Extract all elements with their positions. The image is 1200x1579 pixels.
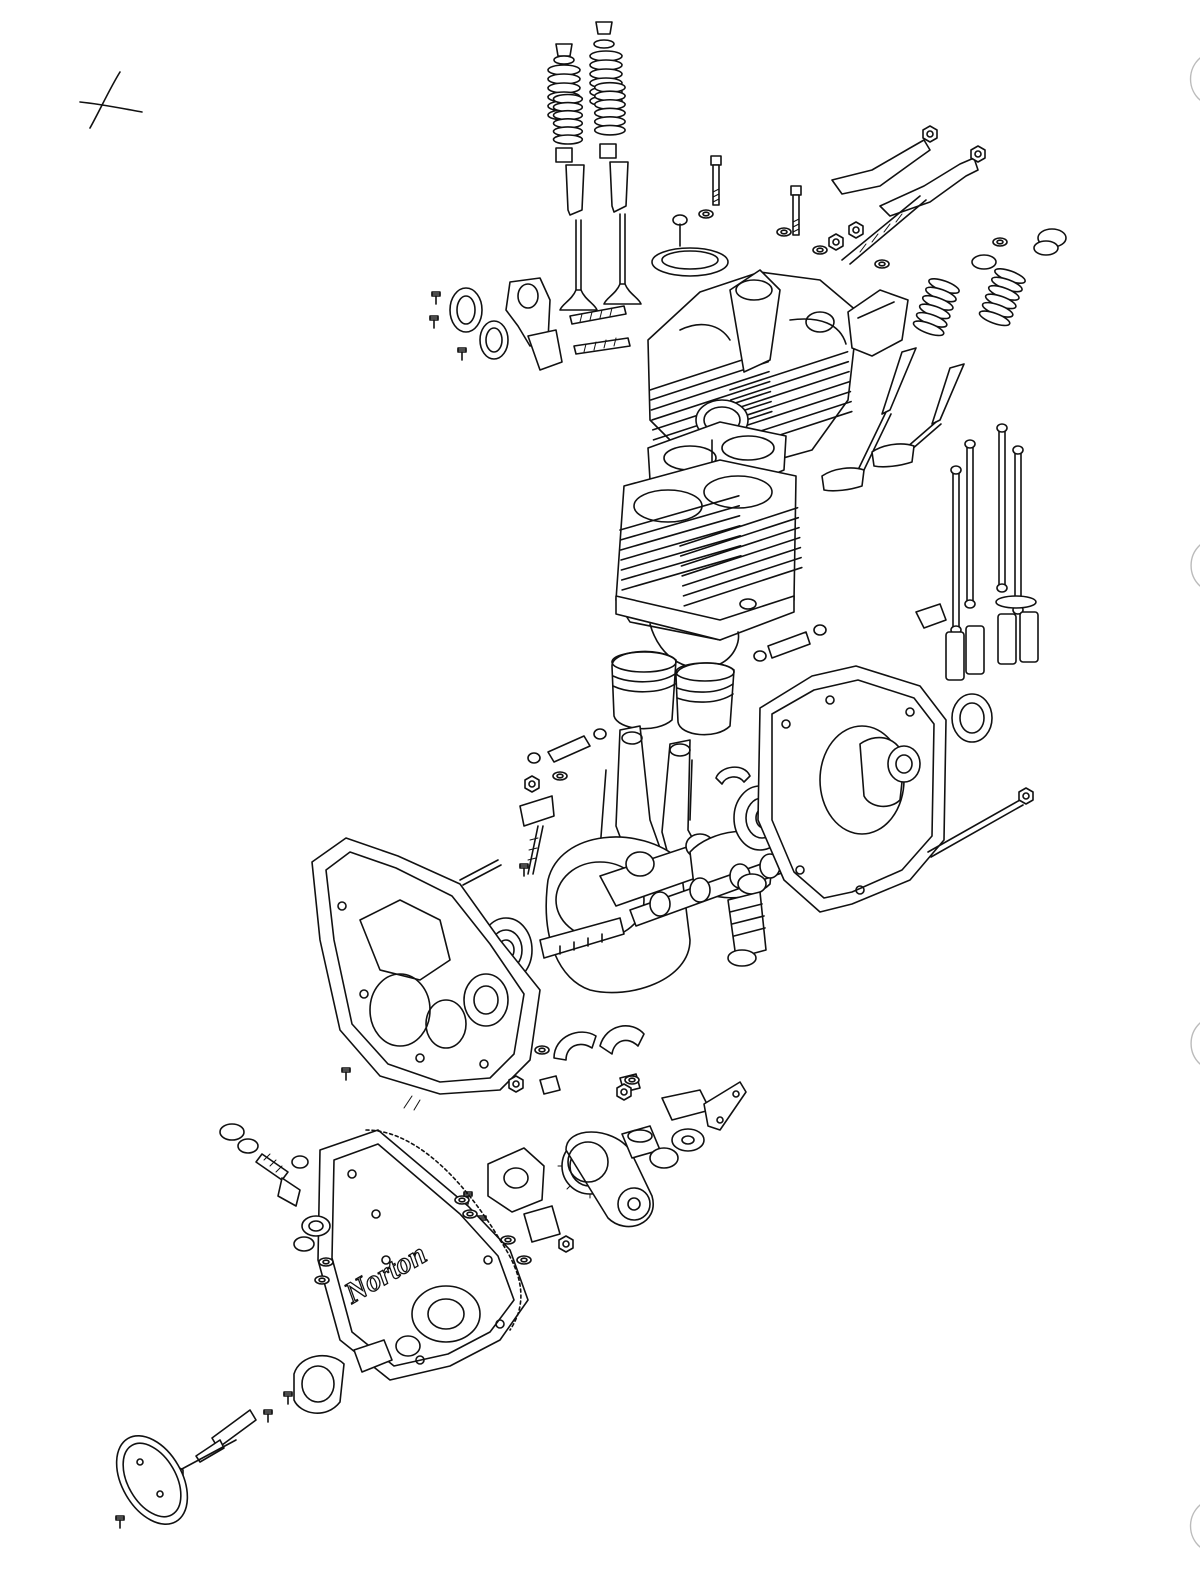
valve-assembly-exhaust-right — [872, 241, 1058, 467]
breather-valve — [520, 771, 568, 874]
head-cap — [652, 215, 728, 276]
binder-hole-3 — [1191, 1023, 1200, 1064]
head-bolt — [710, 155, 722, 206]
points-assembly — [294, 1336, 420, 1413]
pushrod — [950, 465, 962, 635]
connecting-rods — [600, 726, 700, 862]
timing-cover: Norton — [318, 1130, 528, 1380]
through-stud — [928, 787, 1034, 857]
valve-assembly-exhaust-left — [822, 255, 996, 491]
binder-hole-1 — [1191, 58, 1200, 100]
oil-pump — [463, 1148, 574, 1265]
washer — [698, 209, 714, 219]
idler-parts — [622, 1082, 746, 1168]
head-bolt — [790, 185, 802, 236]
crankcase-studs — [341, 860, 640, 1101]
leader-line — [404, 1096, 412, 1108]
rocker-arm-assembly — [812, 125, 1066, 269]
valve-assembly-left — [547, 44, 598, 311]
tappet-blocks — [916, 596, 1038, 680]
valve-assembly-right — [589, 22, 642, 305]
gudgeon-pins — [528, 625, 826, 763]
crankcase-right — [758, 666, 992, 912]
inlet-manifold — [429, 278, 562, 370]
manifold-studs — [570, 306, 630, 354]
timing-washers — [294, 1195, 478, 1285]
pistons — [612, 651, 734, 734]
binder-hole-4 — [1191, 1505, 1200, 1547]
pushrod — [964, 439, 976, 609]
points-cover — [115, 1423, 202, 1529]
timing-chain — [366, 1130, 521, 1330]
leader-line — [414, 1100, 420, 1110]
handwritten-x-mark — [80, 72, 142, 128]
cam-pinion — [728, 874, 766, 966]
cylinder-block — [616, 460, 805, 668]
crankcase-left — [312, 838, 540, 1094]
rocker-cover — [848, 290, 908, 356]
pushrod — [1012, 445, 1024, 615]
washer — [776, 227, 792, 237]
pushrod — [996, 423, 1008, 593]
oil-relief-valve — [220, 1124, 308, 1206]
contact-breaker-parts — [168, 1391, 293, 1483]
binder-hole-2 — [1191, 545, 1200, 586]
